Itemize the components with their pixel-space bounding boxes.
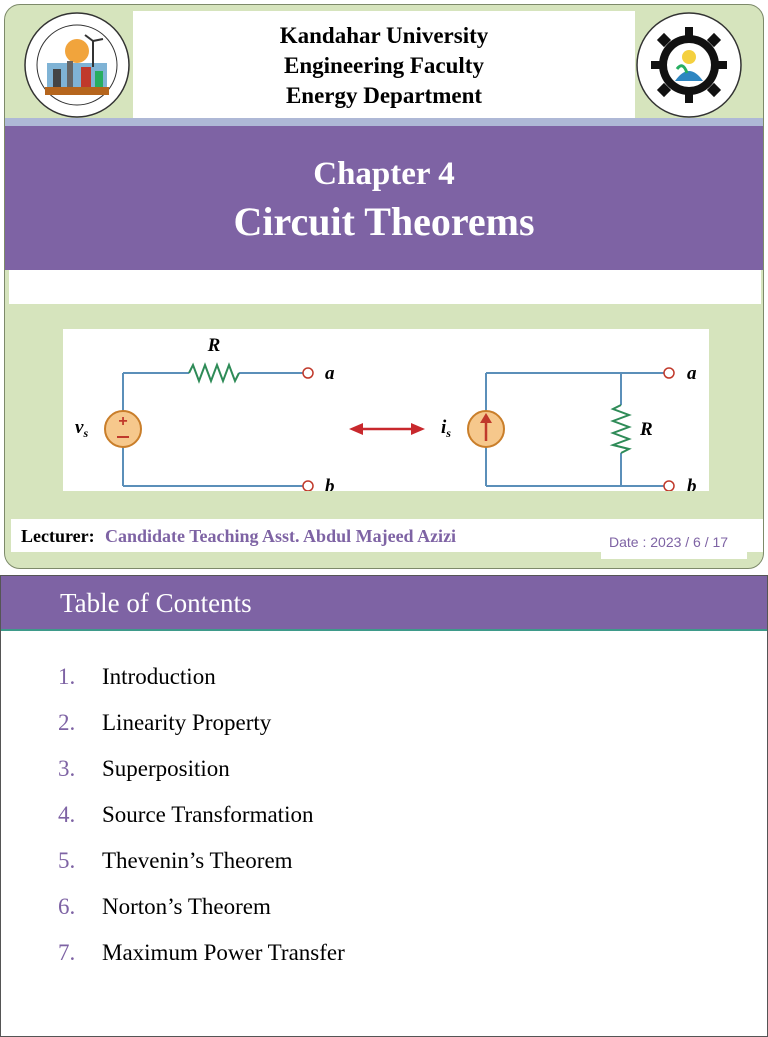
university-name: Kandahar University (279, 23, 489, 48)
right-source-label: is (441, 417, 451, 440)
toc-text: Superposition (102, 756, 230, 781)
toc-text: Introduction (102, 664, 216, 689)
left-terminal-a-label: a (325, 363, 335, 384)
toc-text: Maximum Power Transfer (102, 940, 345, 965)
toc-number: 2. (58, 710, 76, 735)
right-terminal-a-label: a (687, 363, 697, 384)
title-slide: Kandahar University Engineering Faculty … (4, 4, 764, 569)
date-text: Date : 2023 / 6 / 17 (609, 534, 729, 550)
toc-text: Thevenin’s Theorem (102, 848, 293, 873)
circuit-diagram: + R vs a b (63, 329, 709, 497)
chapter-title: Circuit Theorems (233, 199, 535, 244)
toc-text: Source Transformation (102, 802, 314, 827)
right-circuit-wires (485, 372, 665, 487)
left-circuit-wires (122, 372, 304, 487)
right-resistor (609, 404, 632, 454)
right-terminal-a (663, 367, 675, 379)
source-transformation-diagram: + R vs a b (75, 335, 697, 497)
toc-number: 4. (58, 802, 76, 827)
contents-slide: Table of Contents 1. Introduction 2. Lin… (0, 575, 768, 1037)
spacer-band (9, 270, 761, 304)
right-terminal-b (663, 480, 675, 492)
engineering-faculty-logo-icon (636, 12, 742, 118)
toc-number: 1. (58, 664, 76, 689)
right-terminal-b-label: b (687, 476, 697, 491)
department-name: Energy Department (285, 83, 483, 108)
faculty-name: Engineering Faculty (284, 53, 484, 78)
equivalence-arrow-icon (349, 423, 425, 435)
left-source-label: vs (75, 417, 88, 440)
toc-divider (1, 629, 767, 631)
toc-number: 3. (58, 756, 76, 781)
title-band: Chapter 4 Circuit Theorems (5, 126, 763, 270)
header-band: Kandahar University Engineering Faculty … (133, 11, 635, 119)
toc-number: 5. (58, 848, 76, 873)
right-resistor-label: R (639, 419, 653, 440)
left-resistor-label: R (207, 335, 221, 356)
energy-department-logo-icon (24, 12, 130, 118)
lecturer-label: Lecturer: (21, 526, 95, 546)
toc-header: Table of Contents (1, 576, 767, 629)
lecturer-name: Candidate Teaching Asst. Abdul Majeed Az… (105, 526, 457, 546)
toc-text: Norton’s Theorem (102, 894, 271, 919)
toc-number: 6. (58, 894, 76, 919)
left-terminal-b-label: b (325, 476, 335, 491)
toc-title: Table of Contents (60, 588, 252, 618)
left-terminal-b (302, 480, 314, 492)
toc-number: 7. (58, 940, 76, 965)
chapter-label: Chapter 4 (313, 156, 455, 192)
left-terminal-a (302, 367, 314, 379)
left-voltage-source (104, 410, 142, 448)
svg-text:+: + (118, 413, 127, 430)
left-resistor (188, 362, 240, 384)
date-box: Date : 2023 / 6 / 17 (601, 523, 747, 559)
divider-strip (5, 118, 763, 128)
toc-text: Linearity Property (102, 710, 272, 735)
